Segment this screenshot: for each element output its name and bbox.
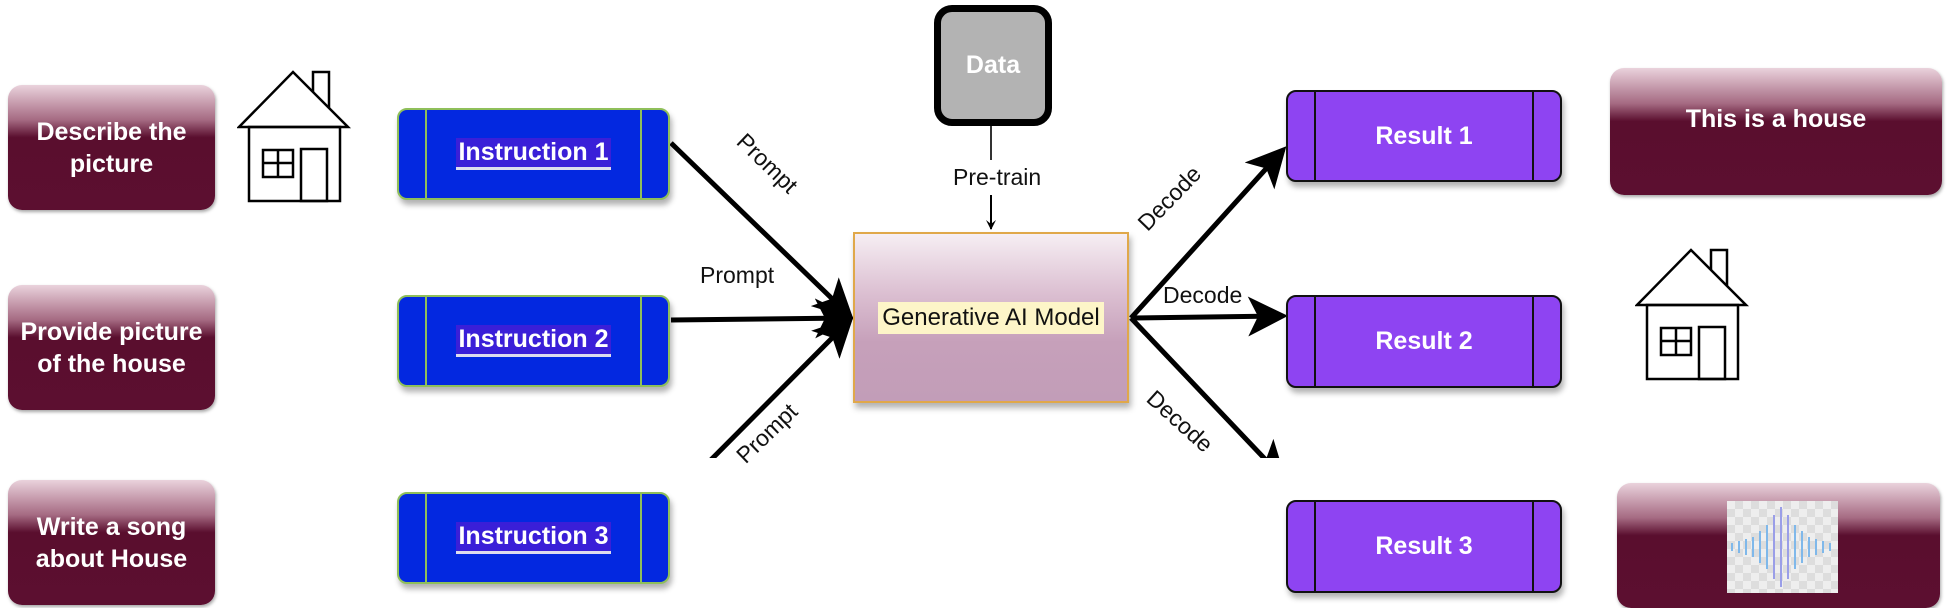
result-3[interactable]: Result 3 (1286, 500, 1562, 593)
input-provide-picture[interactable]: Provide picture of the house (8, 285, 215, 410)
instruction-1[interactable]: Instruction 1 (397, 108, 670, 200)
house-icon (1635, 248, 1750, 381)
output-text[interactable]: This is a house (1610, 68, 1942, 195)
output-audio[interactable] (1617, 483, 1940, 608)
result-1[interactable]: Result 1 (1286, 90, 1562, 182)
input-describe-picture[interactable]: Describe the picture (8, 85, 215, 210)
decode-arrow-1 (1129, 146, 1287, 320)
prompt-arrow-2 (670, 298, 855, 339)
data-node[interactable]: Data (934, 5, 1052, 126)
prompt-arrow-1 (669, 141, 854, 320)
pretrain-label: Pre-train (953, 164, 1042, 190)
result-2[interactable]: Result 2 (1286, 295, 1562, 388)
instruction-3[interactable]: Instruction 3 (397, 492, 670, 584)
instruction-2[interactable]: Instruction 2 (397, 295, 670, 387)
prompt-label-2: Prompt (700, 262, 775, 288)
connectors (669, 126, 1288, 458)
decode-arrow-2 (1130, 296, 1288, 337)
prompt-arrow-3 (709, 316, 854, 458)
decode-arrow-3 (1129, 316, 1287, 458)
decode-label-2: Decode (1163, 282, 1243, 308)
sound-wave-icon (1727, 501, 1838, 593)
house-icon (237, 70, 352, 203)
generative-ai-model[interactable]: Generative AI Model (853, 232, 1129, 403)
input-write-song[interactable]: Write a song about House (8, 480, 215, 605)
